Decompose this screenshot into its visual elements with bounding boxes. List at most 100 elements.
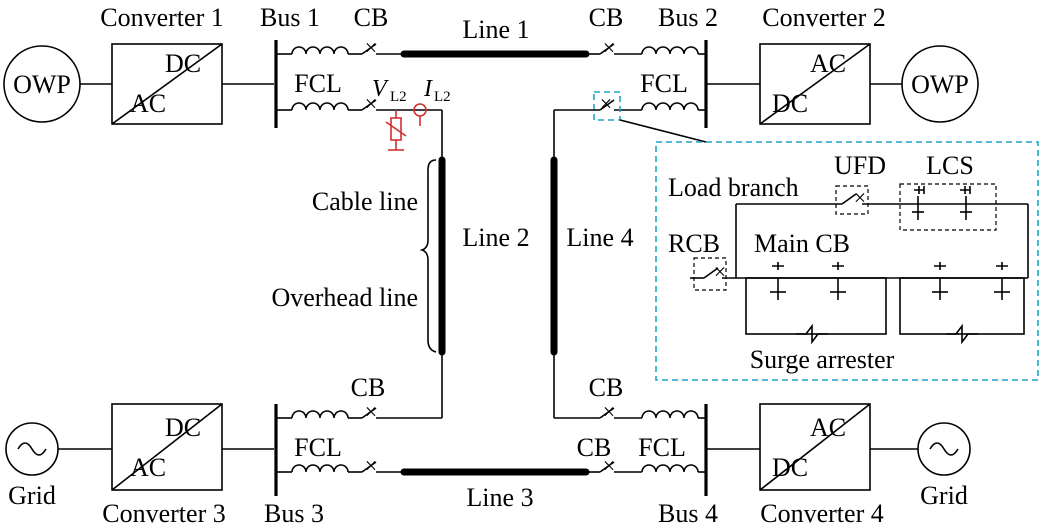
converter-2: AC DC Converter 2 — [759, 3, 886, 125]
grid-right-label: Grid — [920, 481, 968, 510]
dc-breaker-inset: UFD LCS Load branch × RCB Main CB × — [655, 141, 1039, 381]
line-1-label: Line 1 — [462, 15, 529, 44]
overhead-line-label: Overhead line — [271, 283, 418, 312]
svg-text:×: × — [365, 35, 377, 60]
bus-2-label: Bus 2 — [658, 3, 718, 32]
grid-left-label: Grid — [8, 481, 56, 510]
cable-line-label: Cable line — [312, 187, 418, 216]
converter-3-title: Converter 3 — [102, 499, 225, 528]
cb-bus4-upper — [599, 407, 615, 419]
rcb-label: RCB — [668, 229, 720, 258]
overhead-brace — [427, 260, 437, 353]
cb-label-bus3: CB — [351, 373, 386, 402]
surge-arrester-2 — [946, 323, 978, 345]
svg-text:×: × — [603, 399, 615, 424]
inductor-bus3-upper — [291, 410, 349, 419]
svg-text:×: × — [714, 259, 726, 284]
ufd-label: UFD — [834, 151, 886, 180]
surge-arrester-label: Surge arrester — [750, 345, 895, 374]
bus-4-label: Bus 4 — [658, 499, 718, 528]
svg-text:×: × — [365, 453, 377, 478]
fcl-label-bus2: FCL — [640, 69, 688, 98]
converter-1: DC AC Converter 1 — [100, 3, 224, 125]
fcl-label-bus4: FCL — [638, 433, 686, 462]
svg-text:I: I — [423, 76, 433, 102]
svg-text:×: × — [365, 91, 377, 116]
svg-text:V: V — [372, 76, 389, 102]
svg-text:×: × — [854, 185, 866, 210]
converter-3-top: DC — [165, 413, 201, 442]
inset-border — [655, 141, 1039, 381]
converter-4-bottom: DC — [772, 453, 808, 482]
lcs-box — [899, 183, 997, 231]
owp-left: OWP — [3, 45, 81, 123]
bus-1-label: Bus 1 — [260, 3, 320, 32]
inductor-bus1-upper — [291, 46, 349, 55]
voltage-measurement: V L2 — [372, 76, 407, 151]
line-3-label: Line 3 — [466, 483, 533, 512]
main-cb-switch-4 — [994, 262, 1010, 300]
svg-text:×: × — [600, 91, 612, 116]
converter-3-bottom: AC — [130, 453, 166, 482]
lcs-switch-2 — [960, 186, 972, 220]
inductor-bus4-upper — [641, 410, 699, 419]
converter-4-title: Converter 4 — [760, 499, 883, 528]
svg-text:L2: L2 — [390, 89, 407, 105]
svg-text:L2: L2 — [434, 89, 451, 105]
inductor-bus4-lower — [641, 464, 699, 473]
inductor-bus2-upper — [641, 46, 699, 55]
line-4-label: Line 4 — [566, 223, 633, 252]
converter-3: DC AC Converter 3 — [102, 403, 226, 528]
cb-bus3-upper — [361, 407, 377, 419]
surge-arrester-1 — [796, 323, 828, 345]
current-measurement: I L2 — [413, 76, 451, 126]
line-2-label: Line 2 — [462, 223, 529, 252]
cb-bus2-lower — [599, 99, 615, 111]
cb-bus3-lower — [361, 461, 377, 473]
cb-label-bus4-upper: CB — [589, 373, 624, 402]
converter-4-top: AC — [810, 413, 846, 442]
converter-4: AC DC Converter 4 — [759, 403, 884, 528]
inductor-bus3-lower — [291, 464, 349, 473]
cb-label-bus4-lower: CB — [577, 433, 612, 462]
inductor-bus1-lower — [291, 102, 349, 111]
main-cb-module-1 — [745, 277, 887, 335]
main-cb-switch-2 — [830, 262, 846, 300]
cb-label-bus1: CB — [354, 3, 389, 32]
fcl-label-bus3: FCL — [294, 433, 342, 462]
owp-right-label: OWP — [911, 70, 969, 99]
lcs-switch-1 — [912, 186, 925, 220]
main-cb-switch-1 — [770, 262, 786, 300]
bus-3-label: Bus 3 — [264, 499, 324, 528]
fcl-label-bus1: FCL — [294, 69, 342, 98]
owp-right: OWP — [901, 45, 979, 123]
svg-text:×: × — [603, 35, 615, 60]
rcb-box — [693, 257, 727, 291]
converter-1-title: Converter 1 — [100, 3, 223, 32]
converter-2-top: AC — [810, 49, 846, 78]
converter-2-title: Converter 2 — [762, 3, 885, 32]
cb-bus4-lower — [599, 461, 615, 473]
grid-right: Grid — [917, 422, 971, 510]
owp-left-label: OWP — [13, 70, 71, 99]
cb-bus2-upper — [599, 43, 615, 55]
cb-bus1-lower — [361, 99, 377, 111]
converter-1-top: DC — [165, 49, 201, 78]
grid-left: Grid — [5, 422, 59, 510]
ufd-box — [835, 185, 869, 215]
main-cb-switch-3 — [932, 262, 948, 300]
cb-bus1-upper — [361, 43, 377, 55]
lcs-label: LCS — [926, 151, 974, 180]
callout-leader — [619, 119, 707, 143]
cb-highlight-box — [593, 91, 621, 121]
load-branch-label: Load branch — [668, 173, 799, 202]
cable-brace — [419, 159, 437, 261]
cb-label-bus2: CB — [589, 3, 624, 32]
svg-text:×: × — [365, 399, 377, 424]
converter-2-bottom: DC — [772, 89, 808, 118]
inductor-bus2-lower — [641, 102, 699, 111]
svg-text:×: × — [603, 453, 615, 478]
converter-1-bottom: AC — [130, 89, 166, 118]
main-cb-label: Main CB — [754, 229, 850, 258]
